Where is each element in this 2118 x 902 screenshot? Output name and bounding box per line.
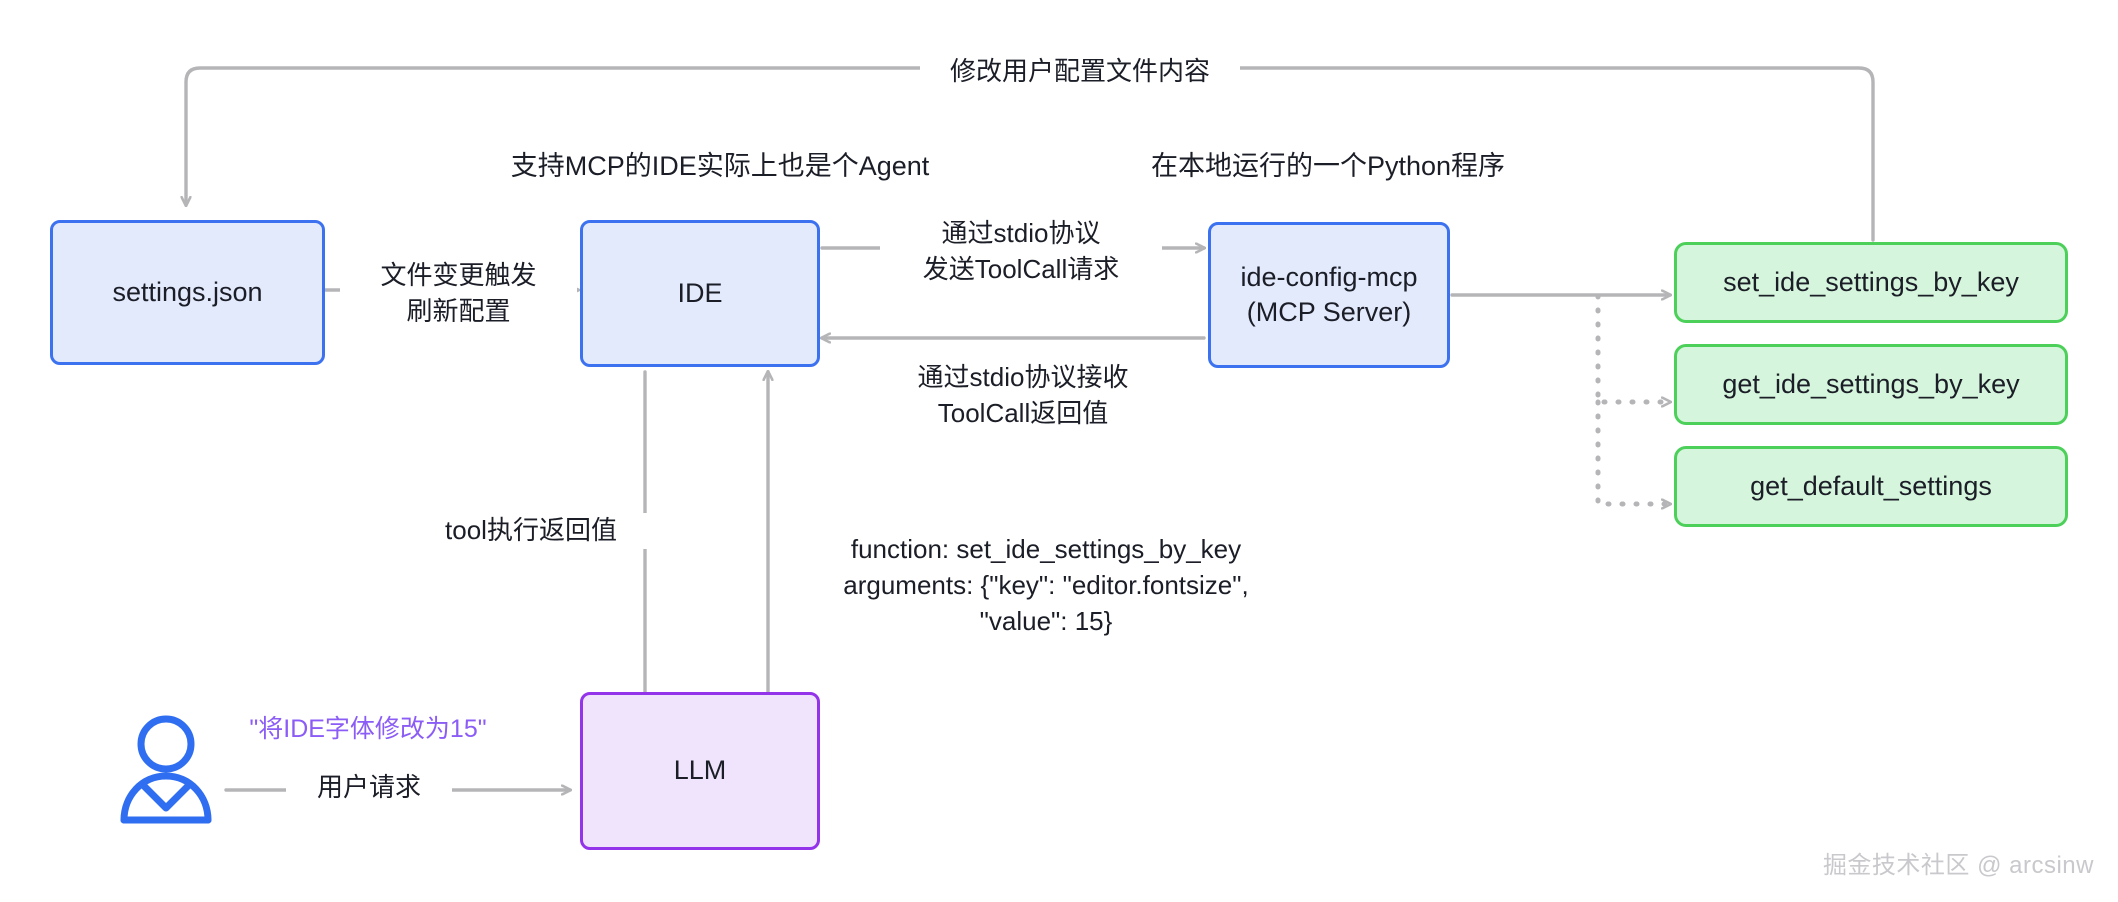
edge-label-mcp-to-ide: 通过stdio协议接收 ToolCall返回值 [872,360,1174,432]
edge-label-ide-to-llm: tool执行返回值 [410,513,652,549]
edge-label-user-request: 用户请求 [286,770,452,806]
edge-top-loop [186,66,1875,242]
edge-label-ide-to-mcp: 通过stdio协议 发送ToolCall请求 [880,216,1162,288]
edge-label-top-loop: 修改用户配置文件内容 [920,54,1240,90]
edge-mcp-to-tool-default [1595,399,1673,504]
watermark: 掘金技术社区 @ arcsinw [1822,852,2094,879]
note-mcp-local-python: 在本地运行的一个Python程序 [1128,148,1528,186]
node-settings-json[interactable]: settings.json [50,220,325,365]
edge-label-llm-to-ide: function: set_ide_settings_by_key argume… [790,532,1302,640]
node-ide[interactable]: IDE [580,220,820,367]
user-icon [120,715,212,824]
edge-label-settings-to-ide: 文件变更触发 刷新配置 [340,258,577,330]
note-ide-is-agent: 支持MCP的IDE实际上也是个Agent [490,148,950,186]
node-tool-get-ide-settings-by-key[interactable]: get_ide_settings_by_key [1674,344,2068,425]
node-llm[interactable]: LLM [580,692,820,850]
edge-mcp-to-tool-get [1595,293,1673,402]
node-mcp-server[interactable]: ide-config-mcp (MCP Server) [1208,222,1450,368]
edge-label-user-quote: "将IDE字体修改为15" [232,712,504,747]
node-tool-set-ide-settings-by-key[interactable]: set_ide_settings_by_key [1674,242,2068,323]
node-tool-get-default-settings[interactable]: get_default_settings [1674,446,2068,527]
